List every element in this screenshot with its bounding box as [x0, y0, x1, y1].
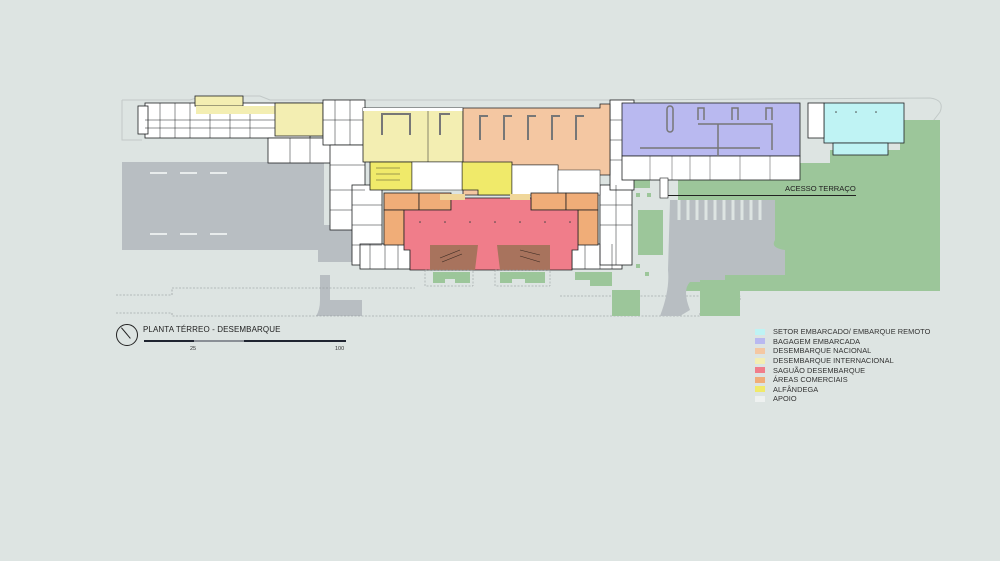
zone-bagagem-embarcada: [621, 102, 801, 157]
scale-tick-100: 100: [335, 346, 345, 352]
legend-item: ÁREAS COMERCIAIS: [755, 375, 930, 385]
parking-area-right: [660, 200, 785, 316]
legend-label: ALFÂNDEGA: [773, 384, 819, 394]
swatch-areas-comerciais: [755, 376, 765, 383]
swatch-saguao-desembarque: [755, 367, 765, 374]
legend-item: ALFÂNDEGA: [755, 385, 930, 395]
acesso-terraco-label: ACESSO TERRAÇO: [785, 184, 856, 193]
legend-label: ÁREAS COMERCIAIS: [773, 375, 848, 385]
paved-area-lower-left: [316, 275, 362, 316]
swatch-apoio: [755, 395, 765, 402]
legend: SETOR EMBARCADO/ EMBARQUE REMOTO BAGAGEM…: [755, 327, 930, 404]
legend-item: DESEMBARQUE INTERNACIONAL: [755, 356, 930, 366]
swatch-desembarque-nacional: [755, 347, 765, 354]
legend-label: DESEMBARQUE NACIONAL: [773, 346, 872, 356]
legend-label: SAGUÃO DESEMBARQUE: [773, 365, 866, 375]
zone-desembarque-internacional: [362, 107, 464, 163]
legend-item: DESEMBARQUE NACIONAL: [755, 346, 930, 356]
north-arrow-icon: [116, 324, 138, 346]
legend-label: DESEMBARQUE INTERNACIONAL: [773, 356, 894, 366]
scale-bar: [144, 340, 346, 342]
legend-label: APOIO: [773, 394, 797, 404]
escalator-area-right: [497, 245, 550, 270]
acesso-terraco-leader-line: [668, 195, 856, 196]
legend-item: BAGAGEM EMBARCADA: [755, 337, 930, 347]
legend-item: APOIO: [755, 394, 930, 404]
swatch-alfandega: [755, 386, 765, 393]
swatch-bagagem-embarcada: [755, 338, 765, 345]
legend-label: BAGAGEM EMBARCADA: [773, 336, 861, 346]
zone-alfandega: [369, 161, 413, 191]
legend-item: SAGUÃO DESEMBARQUE: [755, 365, 930, 375]
legend-label: SETOR EMBARCADO/ EMBARQUE REMOTO: [773, 327, 931, 337]
swatch-desembarque-internacional: [755, 357, 765, 364]
road-lines: [116, 287, 741, 317]
swatch-setor-embarcado: [755, 328, 765, 335]
legend-item: SETOR EMBARCADO/ EMBARQUE REMOTO: [755, 327, 930, 337]
drawing-title: PLANTA TÉRREO - DESEMBARQUE: [143, 325, 281, 334]
left-wing: [137, 95, 366, 164]
scale-tick-25: 25: [190, 346, 197, 352]
zone-setor-embarcado: [823, 102, 905, 144]
